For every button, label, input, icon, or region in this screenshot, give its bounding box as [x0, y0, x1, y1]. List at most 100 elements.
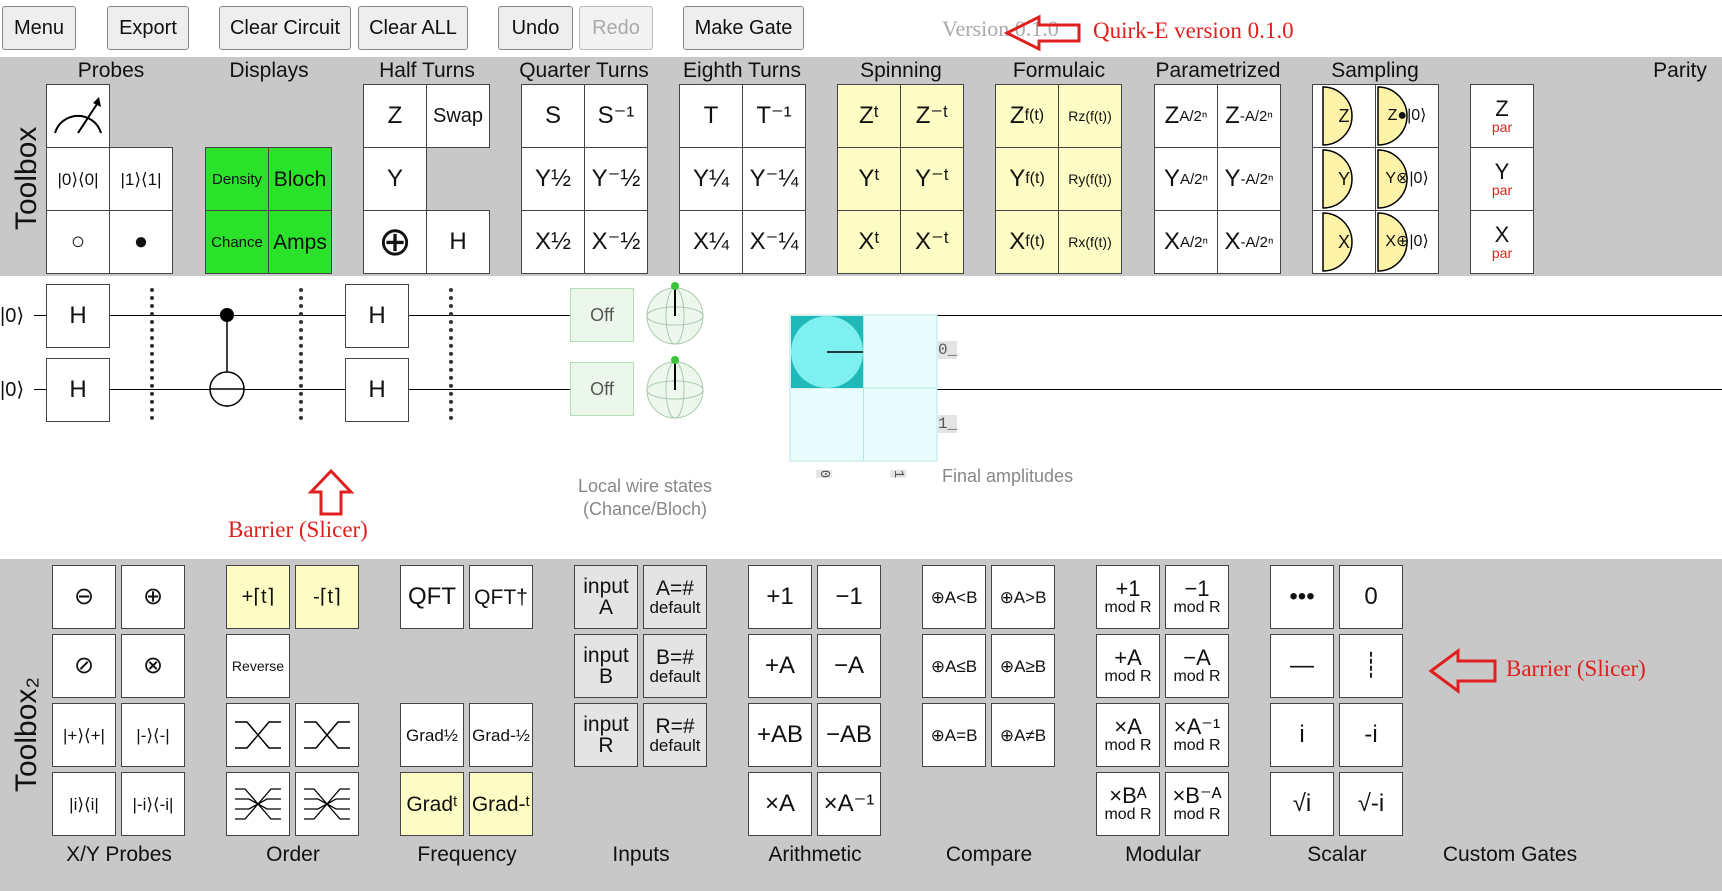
- add-ab-gate[interactable]: +AB: [748, 703, 812, 767]
- clear-all-button[interactable]: Clear ALL: [358, 6, 468, 50]
- density-display-gate[interactable]: Density: [205, 147, 269, 211]
- phase-gradient-t-gate[interactable]: Gradᵗ: [400, 772, 464, 836]
- s-gate[interactable]: S: [521, 84, 585, 148]
- measure-gate[interactable]: [46, 84, 110, 148]
- rz-formula-gate[interactable]: Rz(f(t)): [1058, 84, 1122, 148]
- t-inverse-gate[interactable]: T⁻¹: [742, 84, 806, 148]
- phase-gradient-inverse-gate[interactable]: Grad-½: [469, 703, 533, 767]
- circuit-h-gate[interactable]: H: [46, 358, 110, 422]
- spacer-gate[interactable]: •••: [1270, 565, 1334, 629]
- chance-display-gate[interactable]: Chance: [205, 210, 269, 274]
- interleave-gate[interactable]: [226, 772, 290, 836]
- z-minus-param-gate[interactable]: Z-A/2ⁿ: [1217, 84, 1281, 148]
- phase-gradient-minus-t-gate[interactable]: Grad-ᵗ: [469, 772, 533, 836]
- swap-gate[interactable]: Swap: [426, 84, 490, 148]
- minus-i-scalar-gate[interactable]: -i: [1339, 703, 1403, 767]
- barrier-slicer[interactable]: [299, 288, 303, 420]
- x-minus-half-gate[interactable]: X⁻½: [584, 210, 648, 274]
- subtract-a-gate[interactable]: −A: [817, 634, 881, 698]
- clear-circuit-button[interactable]: Clear Circuit: [219, 6, 351, 50]
- y-detector-gate[interactable]: Y: [1312, 147, 1376, 211]
- y-spin-gate[interactable]: Yᵗ: [837, 147, 901, 211]
- multiply-a-inverse-gate[interactable]: ×A⁻¹: [817, 772, 881, 836]
- bloch-display-gate[interactable]: Bloch: [268, 147, 332, 211]
- barrier-slicer[interactable]: [150, 288, 154, 420]
- i-scalar-gate[interactable]: i: [1270, 703, 1334, 767]
- anti-control-gate[interactable]: ○: [46, 210, 110, 274]
- cnot-gate[interactable]: [206, 305, 248, 409]
- qft-inverse-gate[interactable]: QFT†: [469, 565, 533, 629]
- barrier-slicer-gate[interactable]: ┊: [1339, 634, 1403, 698]
- subtract-ab-gate[interactable]: −AB: [817, 703, 881, 767]
- z-detector-gate[interactable]: Z: [1312, 84, 1376, 148]
- decrement-t-gate[interactable]: -⌈t⌉: [295, 565, 359, 629]
- sqrt-minus-i-scalar-gate[interactable]: √-i: [1339, 772, 1403, 836]
- z-minus-spin-gate[interactable]: Z⁻ᵗ: [900, 84, 964, 148]
- x-spin-gate[interactable]: Xᵗ: [837, 210, 901, 274]
- set-r-default-gate[interactable]: R=#default: [643, 703, 707, 767]
- circuit-h-gate[interactable]: H: [345, 358, 409, 422]
- cycle-bits-gate[interactable]: [226, 703, 290, 767]
- y-plus-control-gate[interactable]: ⊗: [121, 634, 185, 698]
- y-minus-spin-gate[interactable]: Y⁻ᵗ: [900, 147, 964, 211]
- increment-gate[interactable]: +1: [748, 565, 812, 629]
- x-detect-reset-gate[interactable]: X⊕|0⟩: [1375, 210, 1439, 274]
- increment-t-gate[interactable]: +⌈t⌉: [226, 565, 290, 629]
- x-gate[interactable]: ⊕: [363, 210, 427, 274]
- undo-button[interactable]: Undo: [498, 6, 573, 50]
- y-minus-half-gate[interactable]: Y⁻½: [584, 147, 648, 211]
- y-minus-quarter-gate[interactable]: Y⁻¼: [742, 147, 806, 211]
- t-gate[interactable]: T: [679, 84, 743, 148]
- compare-le-gate[interactable]: ⊕A≤B: [922, 634, 986, 698]
- x-minus-spin-gate[interactable]: X⁻ᵗ: [900, 210, 964, 274]
- horizontal-barrier-gate[interactable]: —: [1270, 634, 1334, 698]
- z-detect-reset-gate[interactable]: Z●|0⟩: [1375, 84, 1439, 148]
- barrier-slicer[interactable]: [449, 288, 453, 420]
- sqrt-i-scalar-gate[interactable]: √i: [1270, 772, 1334, 836]
- y-detect-reset-gate[interactable]: Y⊗|0⟩: [1375, 147, 1439, 211]
- multiply-a-gate[interactable]: ×A: [748, 772, 812, 836]
- x-minus-control-gate[interactable]: ⊖: [52, 565, 116, 629]
- postselect-minus-i-gate[interactable]: |-i⟩⟨-i|: [121, 772, 185, 836]
- y-half-gate[interactable]: Y½: [521, 147, 585, 211]
- x-quarter-gate[interactable]: X¼: [679, 210, 743, 274]
- postselect-0-gate[interactable]: |0⟩⟨0|: [46, 147, 110, 211]
- circuit-h-gate[interactable]: H: [46, 284, 110, 348]
- set-a-default-gate[interactable]: A=#default: [643, 565, 707, 629]
- deinterleave-gate[interactable]: [295, 772, 359, 836]
- y-minus-param-gate[interactable]: Y-A/2ⁿ: [1217, 147, 1281, 211]
- x-plus-control-gate[interactable]: ⊕: [121, 565, 185, 629]
- export-button[interactable]: Export: [107, 6, 189, 50]
- cycle-bits-inverse-gate[interactable]: [295, 703, 359, 767]
- compare-ne-gate[interactable]: ⊕A≠B: [991, 703, 1055, 767]
- postselect-minus-gate[interactable]: |-⟩⟨-|: [121, 703, 185, 767]
- x-half-gate[interactable]: X½: [521, 210, 585, 274]
- z-spin-gate[interactable]: Zᵗ: [837, 84, 901, 148]
- s-inverse-gate[interactable]: S⁻¹: [584, 84, 648, 148]
- postselect-1-gate[interactable]: |1⟩⟨1|: [109, 147, 173, 211]
- z-gate[interactable]: Z: [363, 84, 427, 148]
- x-detector-gate[interactable]: X: [1312, 210, 1376, 274]
- add-a-gate[interactable]: +A: [748, 634, 812, 698]
- decrement-gate[interactable]: −1: [817, 565, 881, 629]
- redo-button[interactable]: Redo: [579, 6, 653, 50]
- make-gate-button[interactable]: Make Gate: [683, 6, 804, 50]
- amps-display-gate[interactable]: Amps: [268, 210, 332, 274]
- ry-formula-gate[interactable]: Ry(f(t)): [1058, 147, 1122, 211]
- qft-gate[interactable]: QFT: [400, 565, 464, 629]
- zero-scalar-gate[interactable]: 0: [1339, 565, 1403, 629]
- x-minus-param-gate[interactable]: X-A/2ⁿ: [1217, 210, 1281, 274]
- compare-lt-gate[interactable]: ⊕A<B: [922, 565, 986, 629]
- reverse-gate[interactable]: Reverse: [226, 634, 290, 698]
